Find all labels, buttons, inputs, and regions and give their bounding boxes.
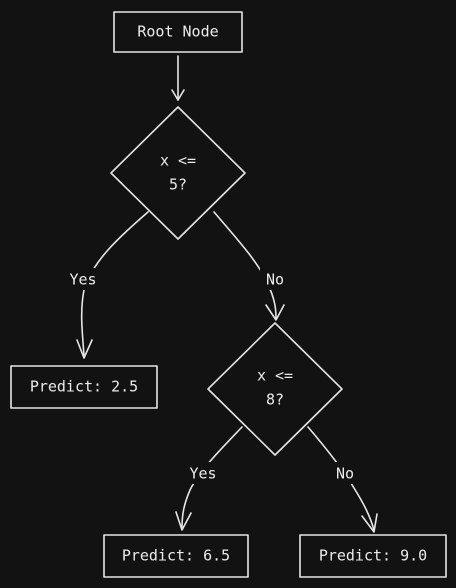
- split-node-2-condition-line1: x <=: [257, 367, 293, 385]
- edge-split2-no-label: No: [336, 465, 354, 483]
- leaf-node-2-box: [103, 534, 249, 578]
- leaf-node-2: Predict: 6.5: [103, 534, 249, 578]
- edge-split2-yes-label-bg: [184, 462, 222, 484]
- edge-split1-no-line: [213, 211, 277, 319]
- leaf-node-3: Predict: 9.0: [299, 534, 447, 578]
- edge-split2-yes-arrowhead: [175, 511, 192, 531]
- edge-split1-yes-label: Yes: [69, 271, 96, 289]
- edge-split1-no-label-bg: [260, 268, 290, 290]
- edge-split2-yes: Yes: [175, 426, 243, 531]
- edge-root-to-split1: [171, 55, 185, 101]
- leaf-node-2-label: Predict: 6.5: [122, 547, 230, 565]
- split-node-1-condition-line2: 5?: [169, 176, 187, 194]
- split-node-1-condition-line1: x <=: [160, 152, 196, 170]
- leaf-node-1: Predict: 2.5: [10, 365, 158, 409]
- edge-split2-no-arrowhead: [361, 513, 378, 533]
- edge-split2-no-line: [307, 426, 375, 531]
- edge-split2-no-label-bg: [330, 462, 360, 484]
- split-node-2-condition-line2: 8?: [266, 391, 284, 409]
- edge-split1-yes-arrowhead: [76, 339, 93, 359]
- edge-split2-yes-label: Yes: [189, 465, 216, 483]
- split-node-1: x <= 5?: [110, 106, 246, 240]
- edge-split1-no: No: [213, 211, 290, 321]
- edge-split1-no-label: No: [266, 271, 284, 289]
- edge-root-to-split1-arrowhead: [171, 89, 185, 101]
- edge-split1-no-arrowhead: [265, 304, 285, 321]
- split-node-2-diamond: [207, 322, 343, 456]
- edge-split1-yes: Yes: [64, 211, 149, 359]
- leaf-node-1-label: Predict: 2.5: [30, 378, 138, 396]
- split-node-1-diamond: [110, 106, 246, 240]
- edge-split2-yes-line: [181, 426, 243, 529]
- edge-split1-yes-label-bg: [64, 268, 102, 290]
- root-node-label: Root Node: [137, 23, 218, 41]
- leaf-node-1-box: [10, 365, 158, 409]
- root-node-box: [113, 11, 243, 53]
- root-node: Root Node: [113, 11, 243, 53]
- leaf-node-3-label: Predict: 9.0: [319, 547, 427, 565]
- edge-split2-no: No: [307, 426, 378, 533]
- leaf-node-3-box: [299, 534, 447, 578]
- split-node-2: x <= 8?: [207, 322, 343, 456]
